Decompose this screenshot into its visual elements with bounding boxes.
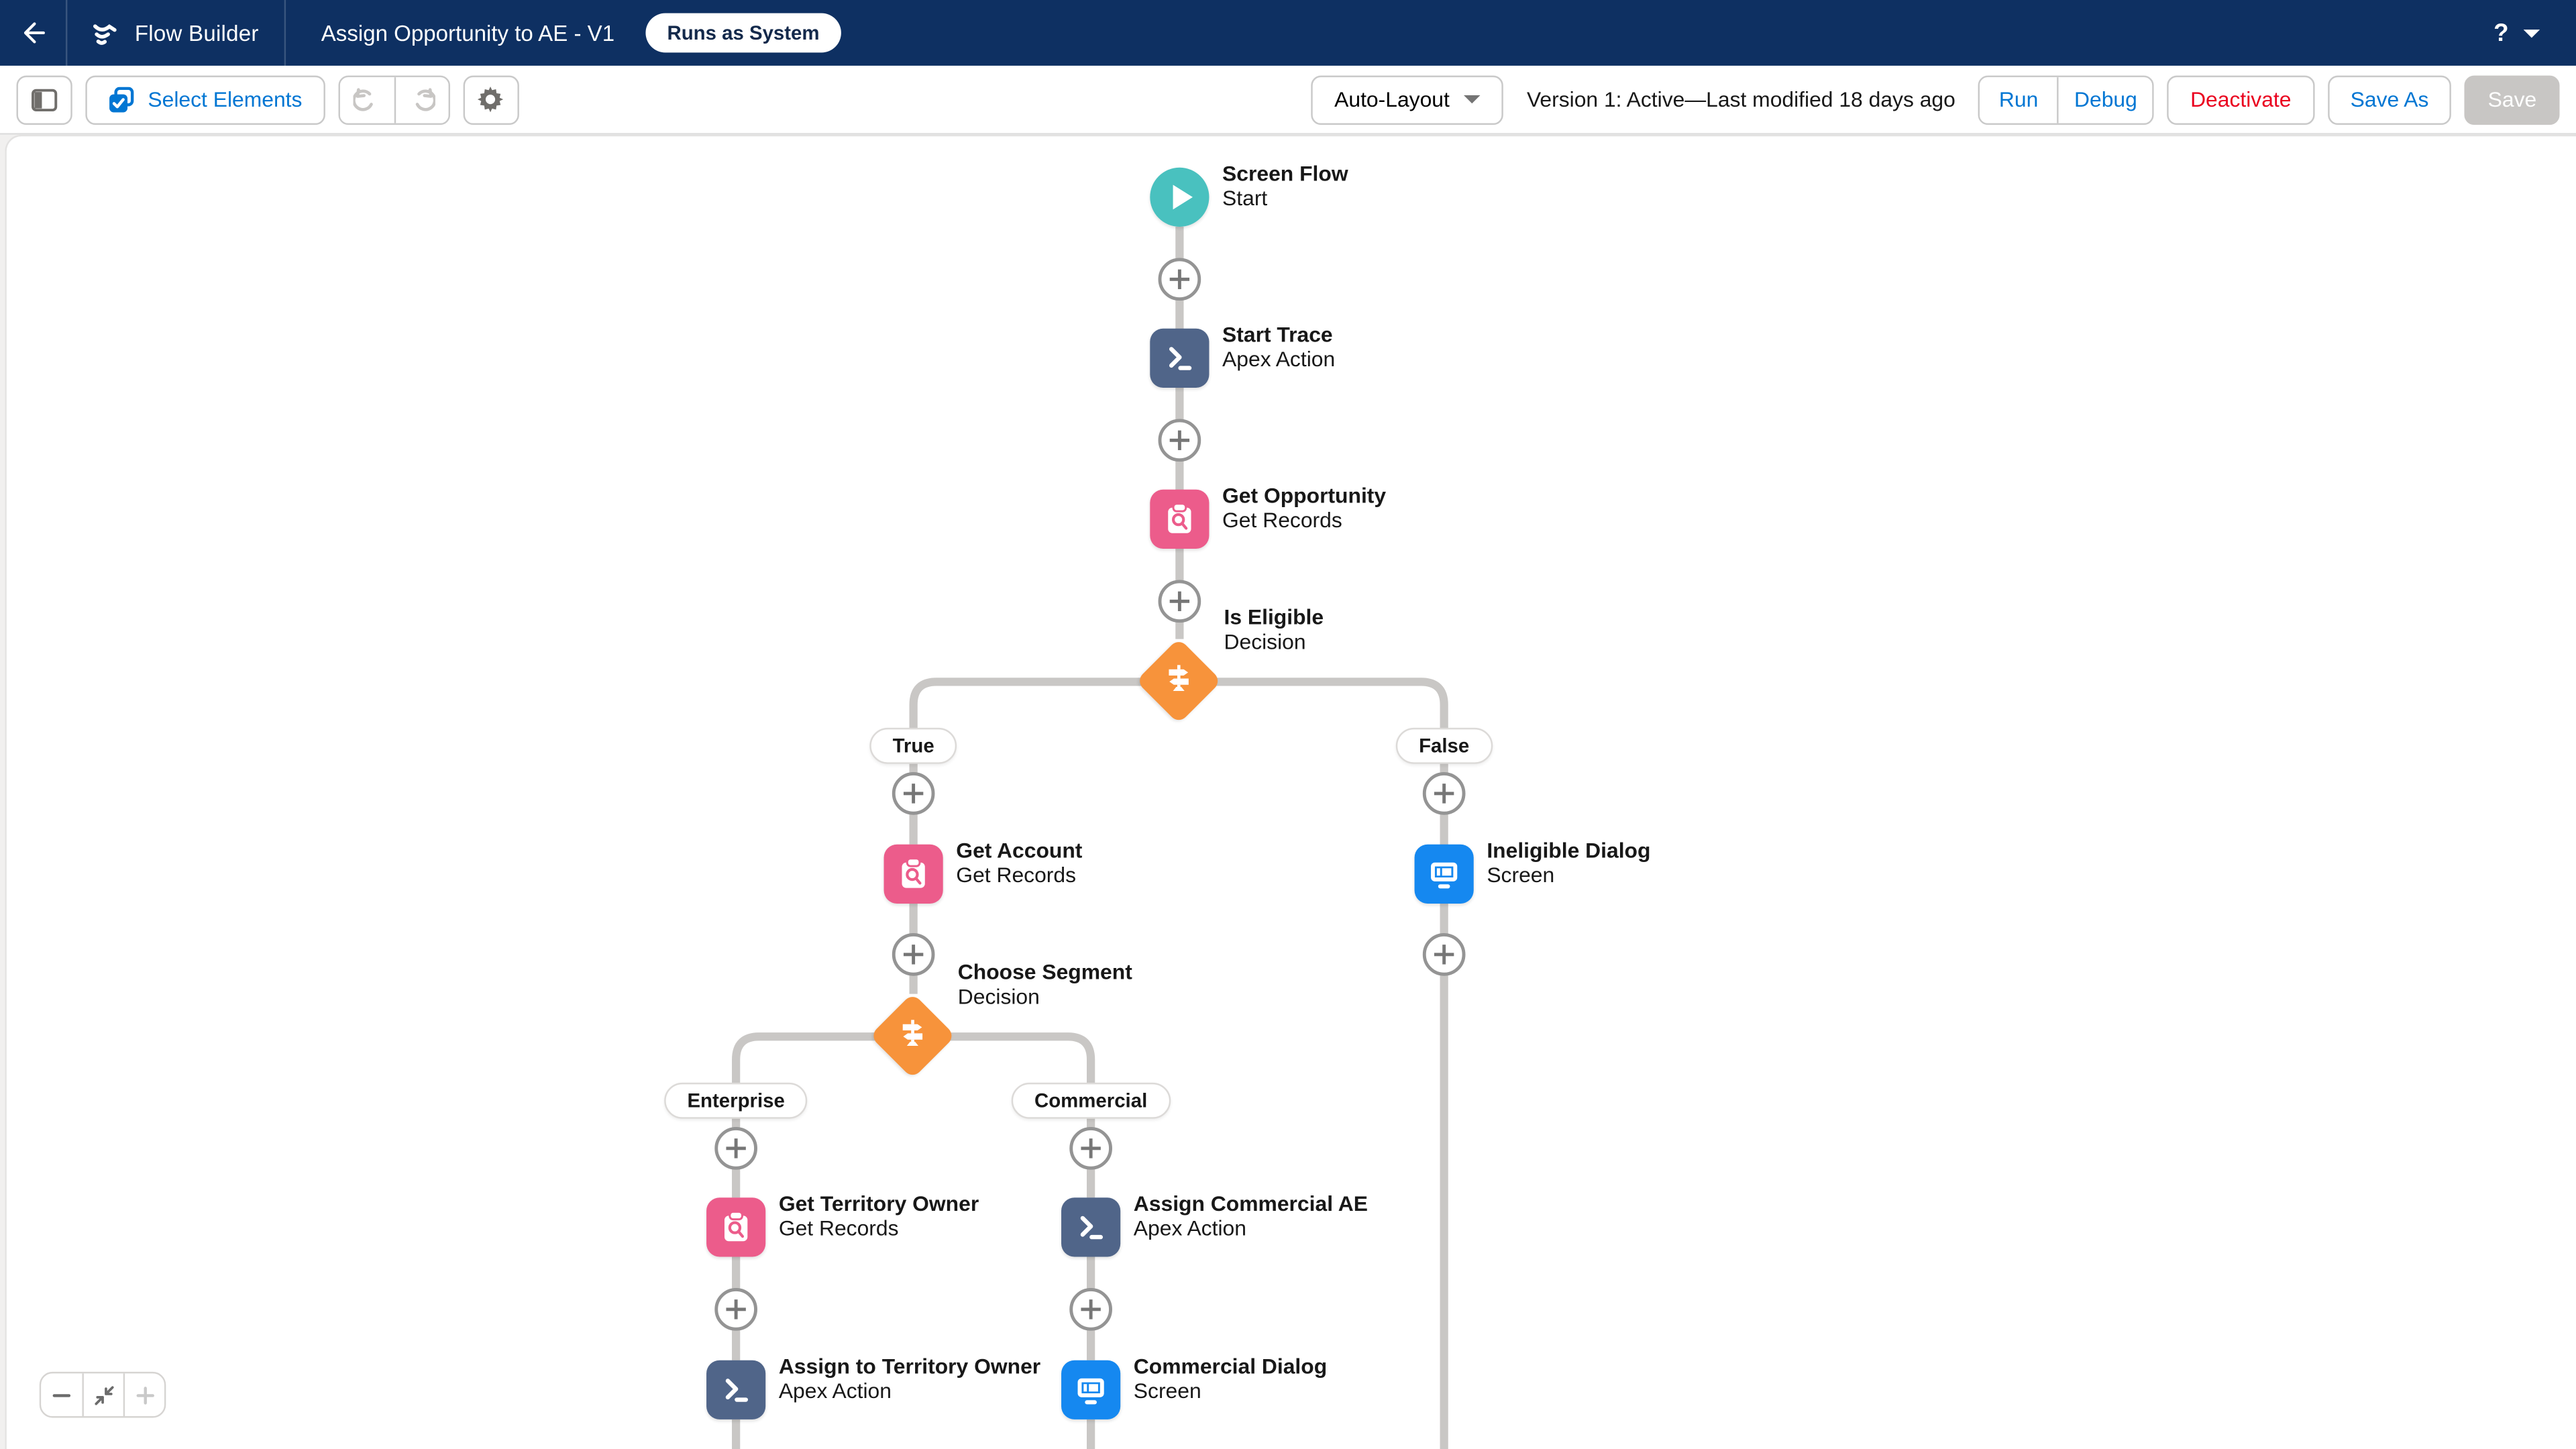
toolbar: Select Elements <box>0 65 2576 135</box>
connector <box>909 678 1180 845</box>
settings-button[interactable] <box>463 74 519 124</box>
flow-node-assign-commercial-ae[interactable] <box>1061 1197 1121 1257</box>
gear-icon <box>478 87 504 113</box>
add-element-button[interactable] <box>1158 580 1201 623</box>
record-lookup-icon <box>902 857 925 888</box>
select-elements-icon <box>109 86 135 113</box>
flow-node-commercial-dialog[interactable] <box>1061 1360 1121 1419</box>
apex-terminal-icon <box>1169 347 1192 370</box>
redo-icon <box>416 87 437 111</box>
header-divider <box>65 0 68 66</box>
redo-button[interactable] <box>394 76 449 123</box>
add-element-button[interactable] <box>1158 258 1201 301</box>
play-icon <box>1173 184 1193 210</box>
branch-label-commercial: Commercial <box>1011 1082 1171 1119</box>
zoom-out-button[interactable] <box>41 1373 83 1417</box>
run-mode-badge: Runs as System <box>645 13 841 53</box>
flow-node-assign-to-territory-owner[interactable] <box>706 1360 766 1419</box>
screen-icon <box>1431 862 1458 889</box>
save-as-button[interactable]: Save As <box>2327 74 2452 124</box>
app-brand: Flow Builder <box>67 0 284 66</box>
decision-signpost-icon <box>894 1013 931 1059</box>
toggle-left-panel-button[interactable] <box>16 74 72 124</box>
branch-label-false: False <box>1395 727 1493 764</box>
flow-node-get-account[interactable] <box>883 844 943 904</box>
undo-icon <box>353 87 373 111</box>
panel-toggle-icon <box>32 88 58 111</box>
chevron-down-icon <box>1464 95 1481 104</box>
flow-node-ineligible-dialog[interactable] <box>1414 844 1474 904</box>
add-element-button[interactable] <box>892 933 935 976</box>
screen-icon <box>1077 1378 1104 1405</box>
select-elements-label: Select Elements <box>148 87 303 112</box>
flow-builder-logo-icon <box>93 23 117 44</box>
fit-to-view-button[interactable] <box>82 1373 123 1417</box>
add-element-button[interactable] <box>1158 419 1201 462</box>
branch-label-true: True <box>869 727 957 764</box>
add-element-button[interactable] <box>714 1127 757 1170</box>
connector <box>913 1032 1095 1198</box>
add-element-button[interactable] <box>1069 1127 1112 1170</box>
apex-terminal-icon <box>1080 1216 1104 1240</box>
add-element-button[interactable] <box>1422 772 1466 815</box>
plus-icon <box>136 1385 154 1404</box>
help-menu[interactable]: ? <box>2493 19 2509 47</box>
apex-terminal-icon <box>725 1379 749 1402</box>
add-element-button[interactable] <box>1422 933 1466 976</box>
flow-canvas[interactable]: True False Enterprise Commercial Screen … <box>5 134 2576 1449</box>
canvas-background: True False Enterprise Commercial Screen … <box>0 134 2576 1449</box>
arrow-left-icon <box>23 22 45 44</box>
flow-node-get-territory-owner[interactable] <box>706 1197 766 1257</box>
undo-button[interactable] <box>339 76 394 123</box>
flow-node-is-eligible[interactable] <box>1136 638 1222 724</box>
deactivate-button[interactable]: Deactivate <box>2167 74 2314 124</box>
select-elements-button[interactable]: Select Elements <box>85 74 325 124</box>
chevron-down-icon[interactable] <box>2523 28 2540 38</box>
flow-title: Assign Opportunity to AE - V1 <box>321 20 615 46</box>
run-button[interactable]: Run <box>1980 76 2057 123</box>
add-element-button[interactable] <box>714 1288 757 1331</box>
decision-signpost-icon <box>1160 658 1197 704</box>
flow-node-screen-flow-start[interactable] <box>1150 167 1210 227</box>
flow-node-get-opportunity[interactable] <box>1150 489 1210 549</box>
undo-redo-group <box>338 74 450 124</box>
flow-node-choose-segment[interactable] <box>869 993 956 1079</box>
back-button[interactable] <box>0 0 66 66</box>
minus-icon <box>52 1393 71 1397</box>
global-header: Flow Builder Assign Opportunity to AE - … <box>0 0 2576 66</box>
connector <box>1179 678 1448 1449</box>
record-lookup-icon <box>1168 502 1191 533</box>
add-element-button[interactable] <box>892 772 935 815</box>
header-divider <box>284 0 287 66</box>
save-button[interactable]: Save <box>2465 74 2560 124</box>
record-lookup-icon <box>724 1210 748 1242</box>
layout-select[interactable]: Auto-Layout <box>1311 74 1504 124</box>
zoom-controls <box>39 1371 166 1418</box>
layout-select-value: Auto-Layout <box>1334 87 1450 112</box>
connector <box>732 1032 914 1198</box>
run-debug-group: Run Debug <box>1978 74 2155 124</box>
debug-button[interactable]: Debug <box>2057 76 2153 123</box>
version-status-text: Version 1: Active—Last modified 18 days … <box>1526 87 1955 112</box>
zoom-in-button[interactable] <box>123 1373 164 1417</box>
app-name: Flow Builder <box>134 20 259 46</box>
toolbar-right: Auto-Layout Version 1: Active—Last modif… <box>1311 74 2560 124</box>
collapse-arrows-icon <box>94 1385 113 1405</box>
header-right: ? <box>2493 19 2576 47</box>
add-element-button[interactable] <box>1069 1288 1112 1331</box>
flow-node-start-trace[interactable] <box>1150 328 1210 388</box>
branch-label-enterprise: Enterprise <box>664 1082 808 1119</box>
